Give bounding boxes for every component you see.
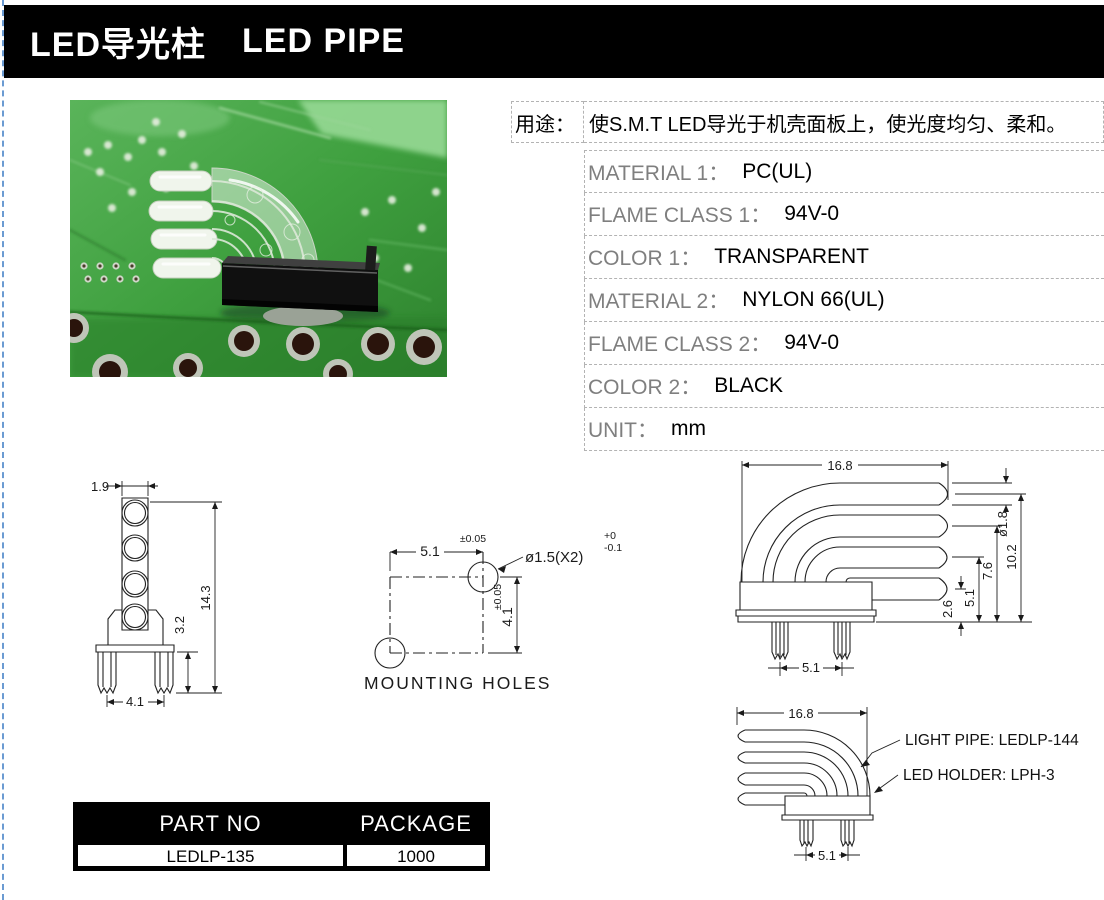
side-view-drawing: 16.8 ø1.8 10.2 7.6 5.1 2.6 5.1 [700, 458, 1104, 683]
dim-height-pipe3: 5.1 [962, 589, 977, 607]
title-english: LED PIPE [242, 22, 405, 60]
drill-holes [70, 313, 442, 377]
package-value: 1000 [345, 843, 487, 868]
dim-height-total: 10.2 [1004, 544, 1019, 569]
dim-leg-pitch: 5.1 [818, 848, 836, 863]
spec-value: mm [671, 417, 706, 440]
package-header: PACKAGE [360, 811, 472, 836]
spec-value: 94V-0 [784, 331, 840, 354]
spec-label: MATERIAL 1： [588, 161, 730, 185]
spec-label: UNIT： [588, 419, 658, 442]
dim-height-pipe4: 2.6 [940, 600, 955, 618]
light-pipe-callout: LIGHT PIPE: LEDLP-144 [905, 732, 1079, 749]
dim-height-pipe2: 7.6 [980, 562, 995, 580]
dim-hole-diameter: ø1.5(X2) [525, 549, 583, 566]
washer [263, 306, 343, 326]
part-no-value: LEDLP-135 [76, 843, 345, 868]
dim-top-width: 1.9 [91, 479, 109, 494]
mounting-holes-drawing: 5.1 ±0.05 4.1 ±0.05 ø1.5(X2) +0 -0.1 MOU… [364, 530, 622, 693]
dim-holder-height: 3.2 [172, 616, 187, 634]
title-bar: LED导光柱 LED PIPE [4, 5, 1104, 78]
spec-label: COLOR 1： [588, 247, 702, 270]
usage-label: 用途： [511, 101, 584, 143]
light-pipe-component [148, 167, 380, 326]
assembly-view-drawing: 16.8 5.1 LIGHT PIPE: LEDLP-144 LED HOLDE… [700, 706, 1079, 863]
front-view-drawing: 1.9 14.3 3.2 4.1 [91, 479, 320, 709]
dim-total-height: 14.3 [198, 585, 213, 610]
spec-row-color-2: COLOR 2： BLACK [584, 365, 1104, 408]
usage-text: 使S.M.T LED导光于机壳面板上，使光度均匀、柔和。 [584, 101, 1104, 143]
spec-value: 94V-0 [784, 202, 840, 225]
dim-hole-pitch-v-tol: ±0.05 [492, 584, 504, 610]
dim-hole-tol-plus: +0 [604, 530, 616, 542]
dim-leg-pitch: 5.1 [802, 660, 820, 675]
spec-value: PC(UL) [742, 159, 813, 183]
dim-pipe-diameter: ø1.8 [995, 511, 1010, 537]
spec-table: MATERIAL 1： PC(UL) FLAME CLASS 1： 94V-0 … [584, 150, 1104, 451]
spec-row-flame-class-2: FLAME CLASS 2： 94V-0 [584, 322, 1104, 365]
part-table-data-row: LEDLP-135 1000 [76, 843, 487, 868]
dim-hole-tol-minus: -0.1 [604, 542, 622, 554]
spec-label: COLOR 2： [588, 376, 702, 399]
pcb-background [70, 100, 447, 377]
title-chinese: LED导光柱 [30, 26, 206, 64]
spec-value: TRANSPARENT [714, 245, 869, 268]
spec-row-flame-class-1: FLAME CLASS 1： 94V-0 [584, 193, 1104, 236]
part-no-header: PART NO [159, 811, 262, 836]
spec-label: FLAME CLASS 2： [588, 333, 772, 356]
usage-row: 用途： 使S.M.T LED导光于机壳面板上，使光度均匀、柔和。 [511, 101, 1104, 143]
product-photo [70, 100, 447, 377]
spec-row-color-1: COLOR 1： TRANSPARENT [584, 236, 1104, 279]
spec-value: NYLON 66(UL) [742, 288, 885, 311]
led-holder-callout: LED HOLDER: LPH-3 [903, 767, 1055, 784]
spec-label: MATERIAL 2： [588, 290, 730, 313]
dim-length: 16.8 [827, 458, 852, 473]
spec-row-material-2: MATERIAL 2： NYLON 66(UL) [584, 279, 1104, 322]
dim-hole-pitch-h-tol: ±0.05 [460, 533, 486, 545]
via-holes [80, 262, 140, 283]
mounting-holes-caption: MOUNTING HOLES [364, 673, 551, 693]
dim-leg-pitch: 4.1 [126, 694, 144, 709]
dim-length: 16.8 [788, 706, 813, 721]
spec-label: FLAME CLASS 1： [588, 204, 772, 227]
led-holder-block [222, 245, 380, 312]
part-table-header-row: PART NO PACKAGE [76, 805, 487, 843]
part-number-table: PART NO PACKAGE LEDLP-135 1000 [73, 802, 490, 871]
dim-hole-pitch-h: 5.1 [420, 543, 440, 559]
spec-row-unit: UNIT： mm [584, 408, 1104, 451]
solder-pads [84, 118, 440, 272]
spec-value: BLACK [714, 374, 784, 397]
dim-hole-pitch-v: 4.1 [499, 607, 515, 627]
spec-row-material-1: MATERIAL 1： PC(UL) [584, 150, 1104, 193]
page-break-line [2, 0, 4, 900]
